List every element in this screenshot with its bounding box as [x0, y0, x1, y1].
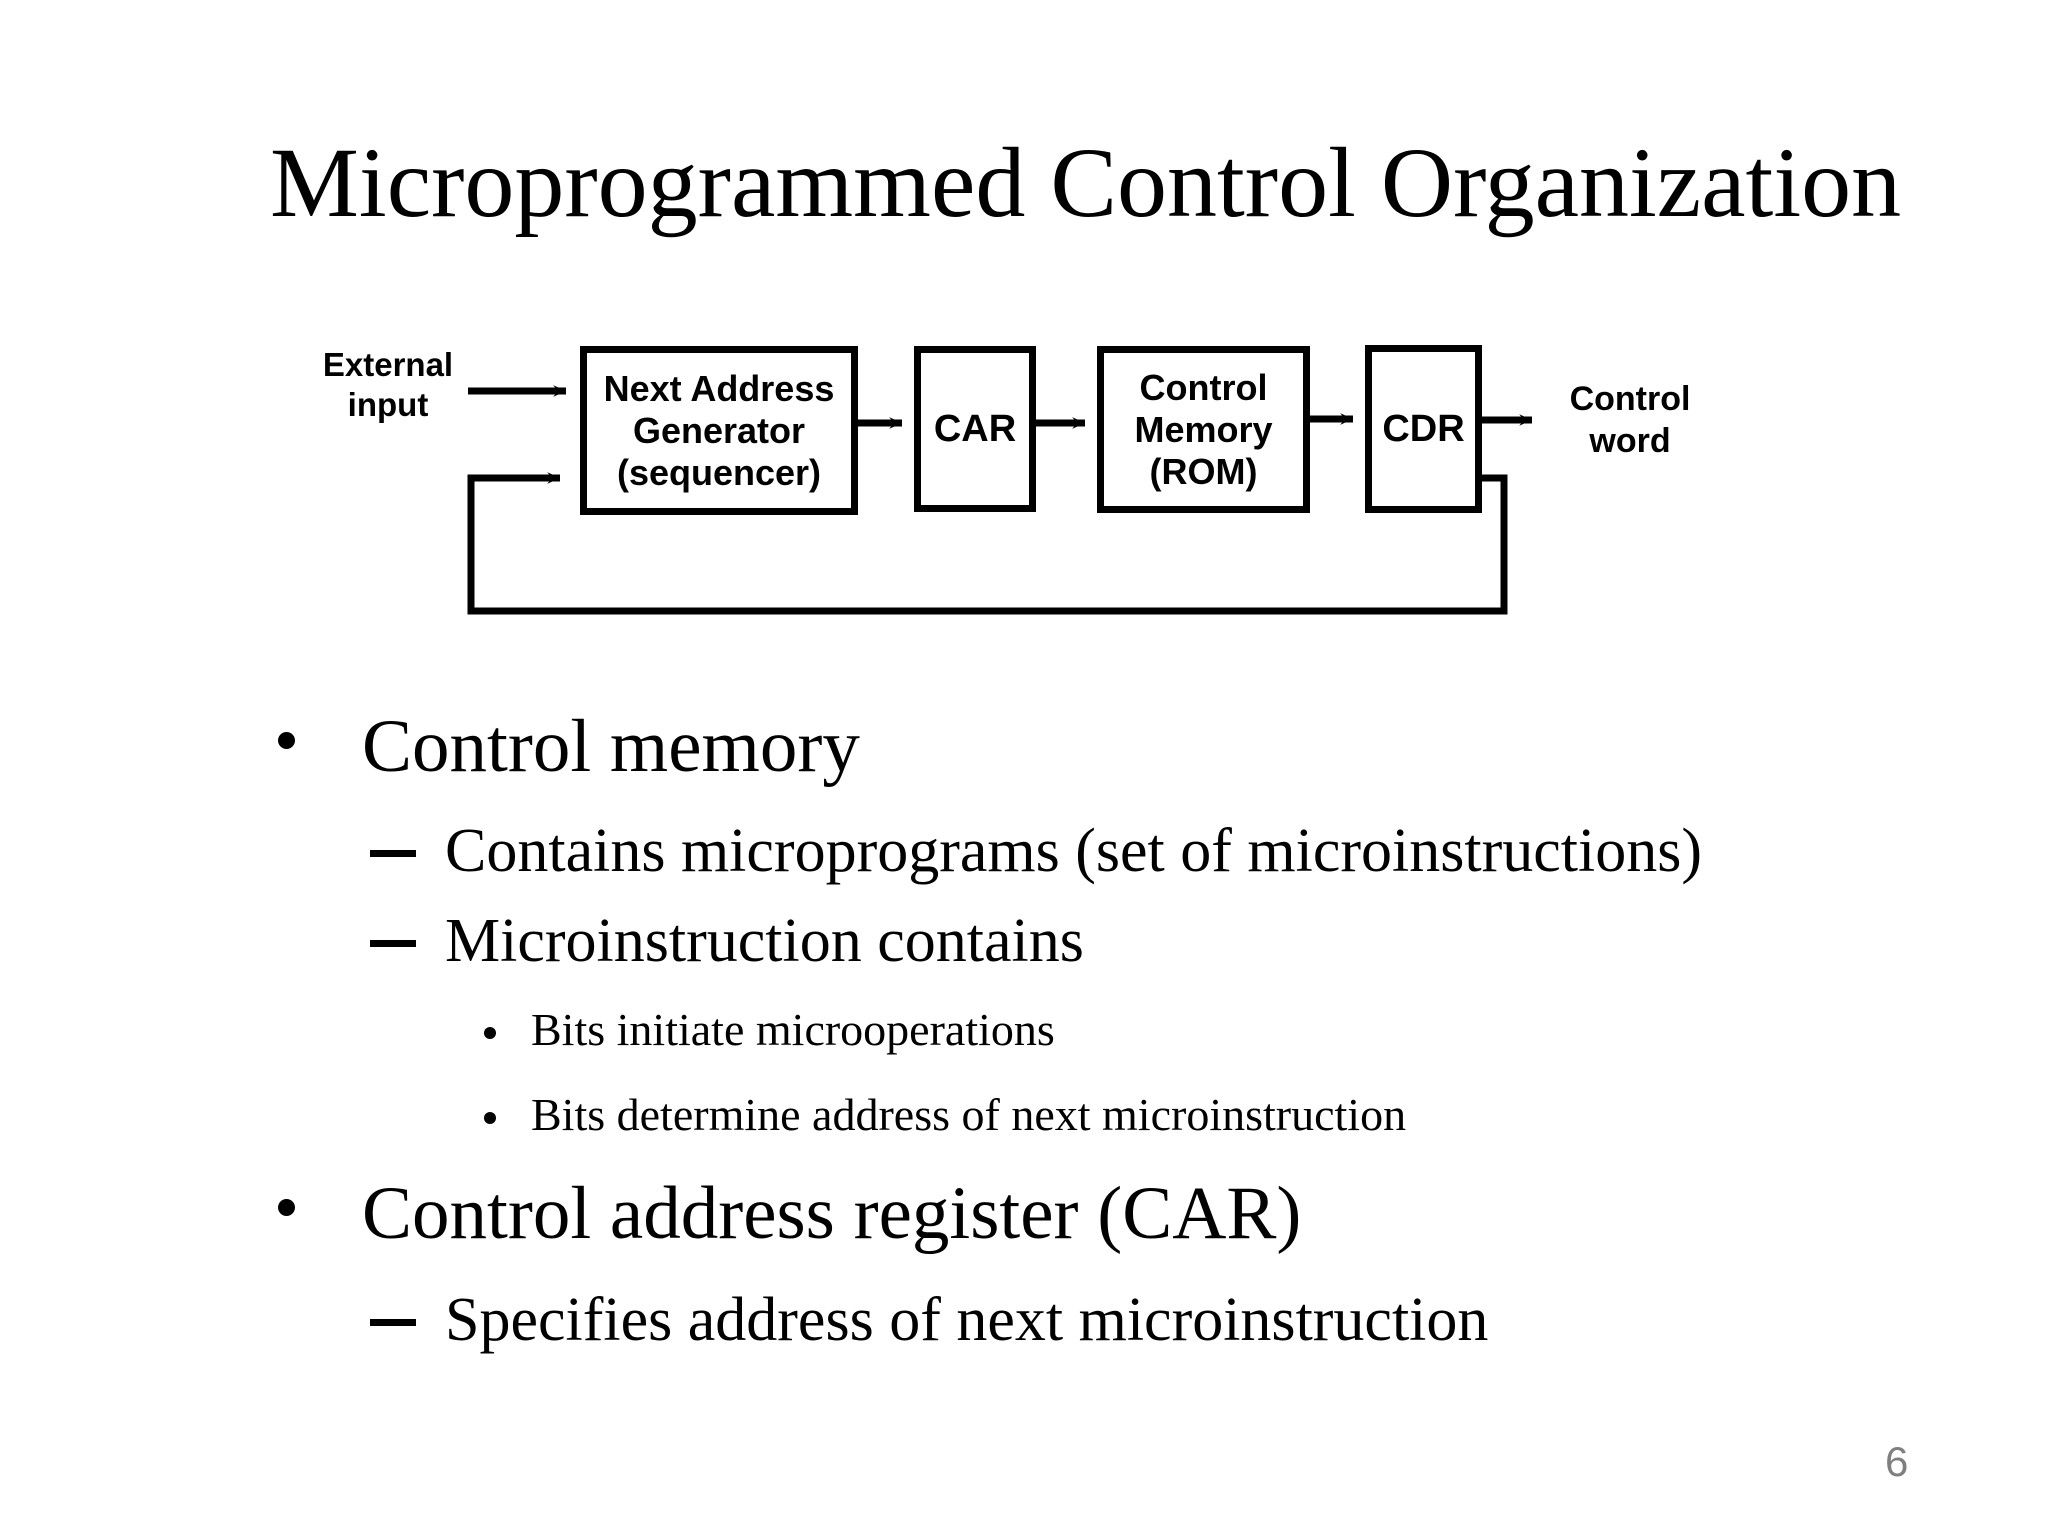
bullet-dot-icon — [484, 1112, 496, 1124]
cm-line3: (ROM) — [1149, 450, 1258, 492]
control-word-line1: Control — [1569, 380, 1691, 418]
bullet-contains-microprograms: Contains microprograms (set of microinst… — [370, 814, 1702, 888]
bullet-control-address-register: Control address register (CAR) — [278, 1169, 1301, 1259]
bullet-text: Microinstruction contains — [445, 907, 1084, 975]
nag-line2: Generator — [632, 409, 806, 451]
bullet-text: Bits initiate microoperations — [531, 1004, 1055, 1055]
car-box: CAR — [914, 346, 1036, 512]
car-label: CAR — [933, 408, 1017, 450]
slide-title: Microprogrammed Control Organization — [270, 127, 1902, 238]
cm-line2: Memory — [1134, 408, 1273, 450]
cdr-label: CDR — [1382, 408, 1465, 450]
external-input-line1: External — [322, 346, 454, 383]
cdr-box: CDR — [1365, 345, 1482, 513]
dash-bullet-icon — [370, 850, 416, 857]
bullet-bits-initiate: Bits initiate microoperations — [484, 1002, 1055, 1057]
bullet-text: Bits determine address of next microinst… — [531, 1089, 1407, 1140]
control-memory-box: Control Memory (ROM) — [1097, 346, 1310, 513]
bullet-text: Control address register (CAR) — [362, 1172, 1302, 1255]
bullet-text: Control memory — [362, 705, 860, 788]
bullet-dot-icon — [278, 1199, 295, 1216]
control-word-line2: word — [1589, 422, 1671, 460]
control-word-label: Control word — [1540, 378, 1720, 462]
external-input-line2: input — [347, 386, 429, 423]
bullet-dot-icon — [484, 1027, 496, 1039]
dash-bullet-icon — [370, 1319, 416, 1326]
bullet-bits-determine: Bits determine address of next microinst… — [484, 1087, 1406, 1142]
dash-bullet-icon — [370, 940, 416, 947]
external-input-label: External input — [300, 345, 476, 425]
nag-line1: Next Address — [603, 367, 835, 409]
bullet-text: Contains microprograms (set of microinst… — [445, 817, 1702, 885]
bullet-text: Specifies address of next microinstructi… — [445, 1286, 1489, 1354]
bullet-microinstruction-contains: Microinstruction contains — [370, 904, 1084, 978]
nag-line3: (sequencer) — [616, 451, 822, 493]
bullet-control-memory: Control memory — [278, 702, 860, 792]
bullet-specifies-address: Specifies address of next microinstructi… — [370, 1283, 1488, 1357]
page-number: 6 — [1885, 1438, 1909, 1485]
next-address-generator-box: Next Address Generator (sequencer) — [580, 346, 858, 515]
bullet-dot-icon — [278, 732, 295, 749]
cm-line1: Control — [1139, 366, 1268, 408]
